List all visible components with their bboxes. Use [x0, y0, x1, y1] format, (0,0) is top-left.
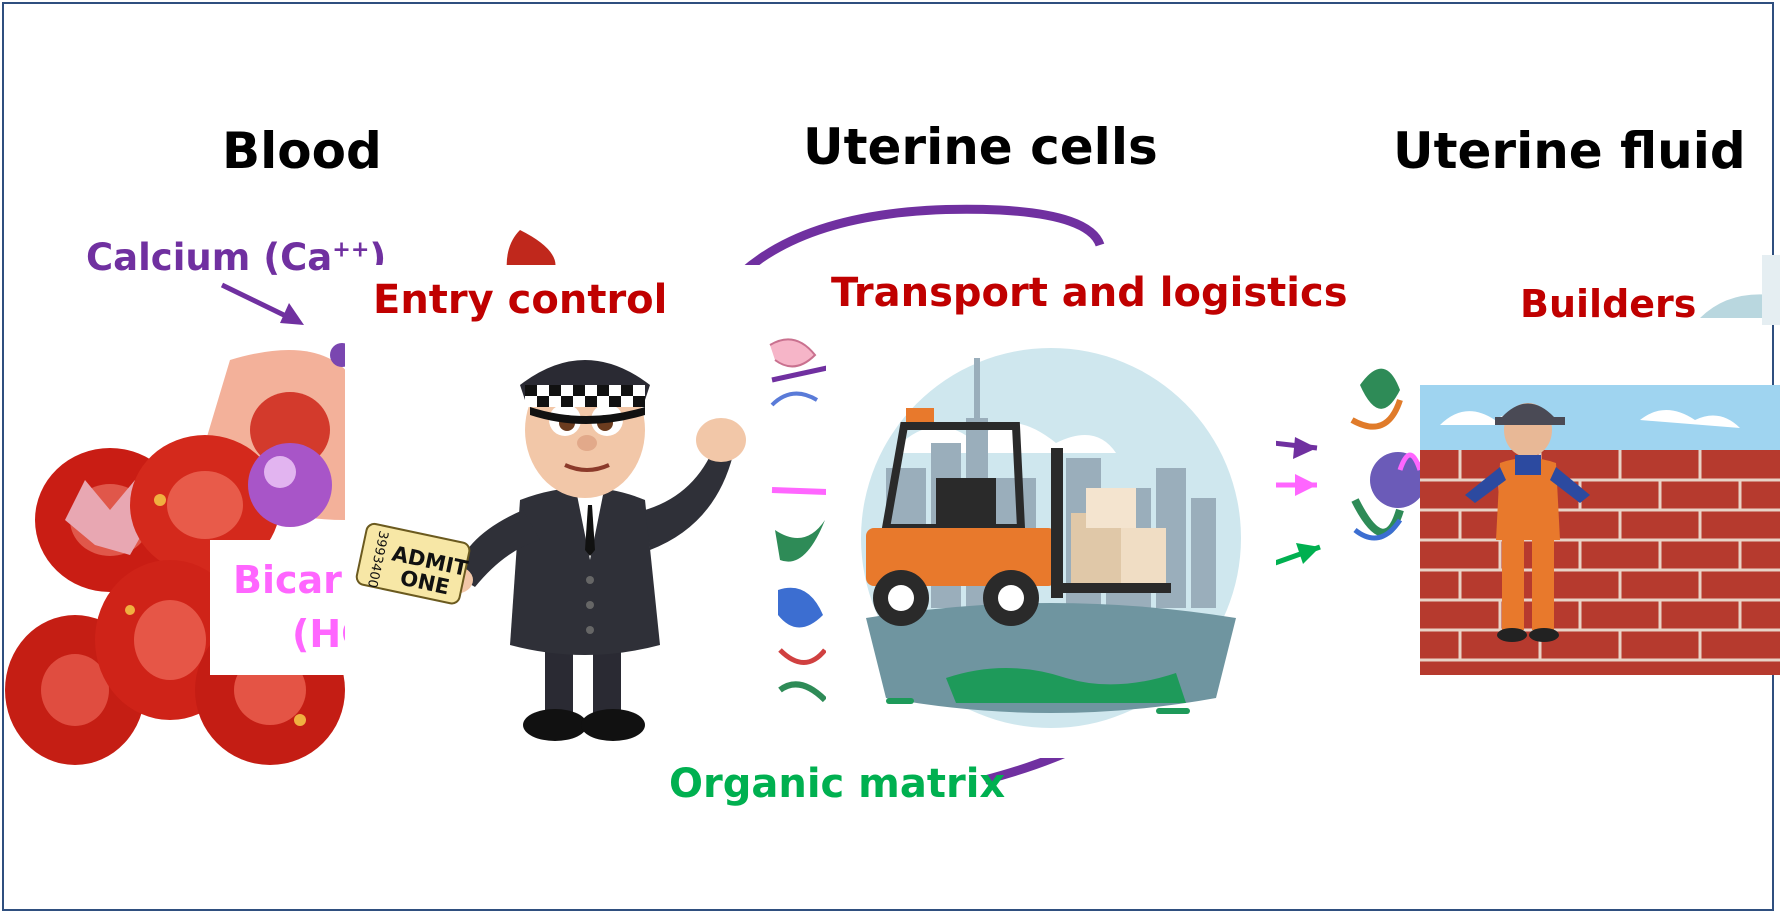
entry-control-label: Entry control: [373, 277, 668, 323]
red-blood-cells-illustration: [5, 230, 556, 765]
transport-label: Transport and logistics: [831, 270, 1348, 316]
protein-ribbon-icon: [1350, 368, 1426, 541]
heading-uterine-cells: Uterine cells: [803, 118, 1158, 176]
bicarbonate-box: Bicarb (HC: [210, 540, 369, 675]
forklift-logistics-icon: [861, 348, 1241, 728]
police-officer-holding-ticket-icon: ADMIT ONE 3993400: [355, 360, 746, 741]
builders-label: Builders: [1520, 282, 1697, 326]
builder-brick-wall-icon: [1420, 385, 1780, 675]
heading-uterine-fluid: Uterine fluid: [1393, 122, 1746, 180]
calcium-label-text: Calcium (Ca: [86, 236, 333, 279]
protein-ribbon-icon: [768, 325, 832, 745]
calcium-superscript: ++: [332, 236, 370, 263]
organic-matrix-box: Organic matrix: [655, 755, 1005, 815]
calcium-label: Calcium (Ca++): [86, 236, 386, 279]
transport-panel: Transport and logistics: [826, 258, 1348, 758]
entry-control-panel: Entry control ADMIT ONE: [345, 265, 765, 760]
heading-blood: Blood: [222, 122, 382, 180]
calcium-arrow: [220, 282, 304, 325]
organic-matrix-label: Organic matrix: [669, 761, 1006, 807]
